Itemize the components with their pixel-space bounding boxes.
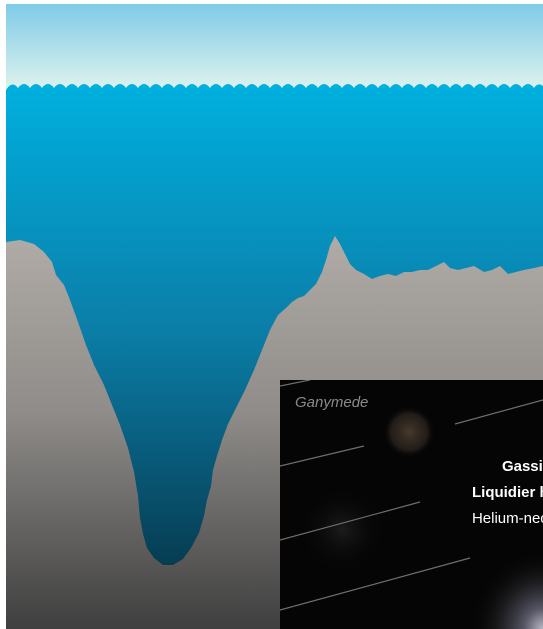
inset-text-line: Gassier [501,458,543,475]
inset-text-line: Helium-neon [471,510,543,527]
streak-line [280,445,365,467]
inset-text-line: Liquidier hy [471,484,543,501]
streak-line [280,380,311,387]
corner-glow [470,550,543,629]
streak-line [280,557,471,611]
inset-backdrop [280,380,543,629]
ganymede-inset-panel: Ganymede Gassier Liquidier hy Helium-neo… [280,380,543,629]
moon-icon [383,406,435,458]
dim-sphere [298,486,386,574]
inset-title: Ganymede [295,394,369,411]
streak-line [454,399,543,425]
streak-line [280,501,421,541]
